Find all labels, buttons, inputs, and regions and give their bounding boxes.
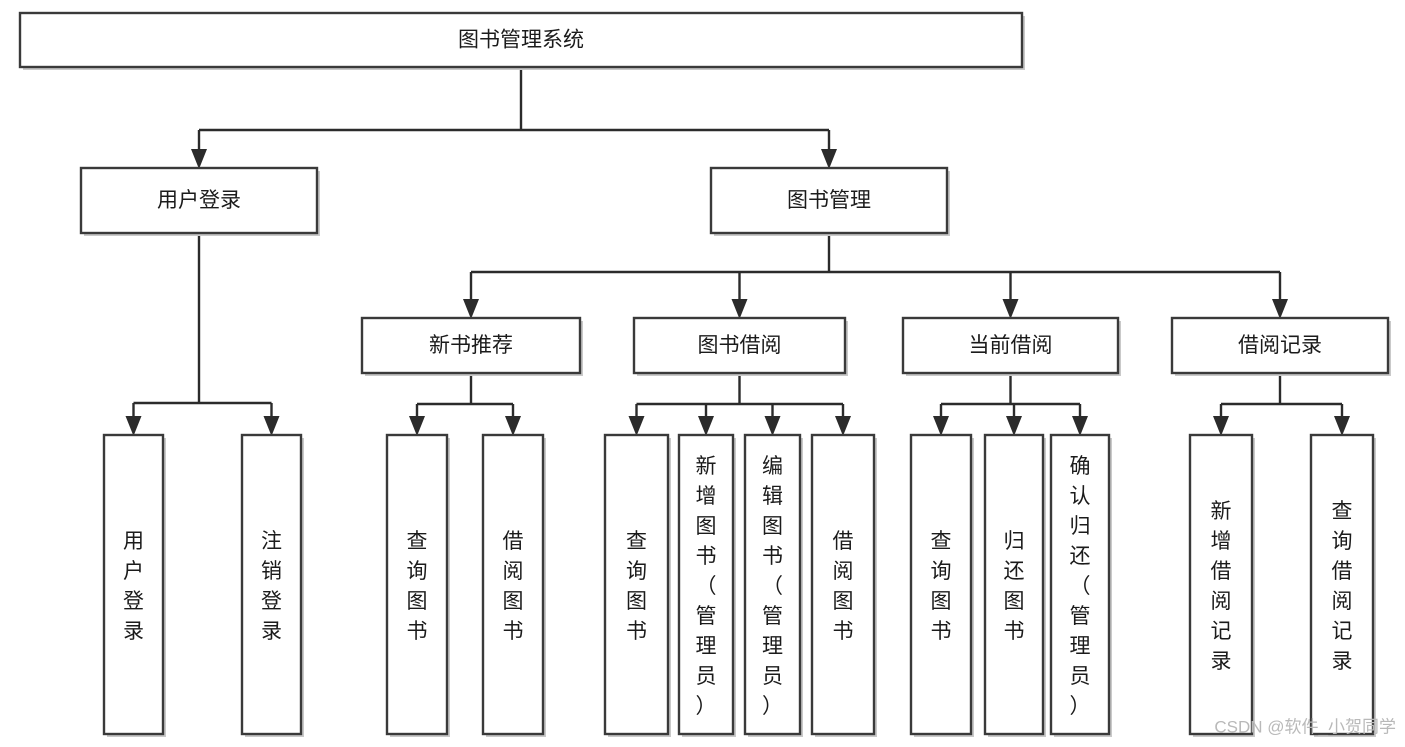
arrow-head-icon [764, 416, 781, 436]
arrow-head-icon [1272, 299, 1288, 319]
node-leaf-rec-borrow[interactable]: 借阅图书 [481, 433, 546, 737]
node-leaf-borrow-lend[interactable]: 借阅图书 [810, 433, 877, 737]
node-box[interactable] [385, 433, 449, 736]
node-label: 用户登录 [157, 189, 241, 212]
csdn-watermark: CSDN @软件_小贺同学 [1214, 717, 1396, 736]
node-label: 图书管理系统 [458, 29, 584, 52]
node-label: 借阅图书 [833, 530, 854, 643]
node-box[interactable] [909, 433, 973, 736]
node-leaf-cur-query[interactable]: 查询图书 [909, 433, 974, 737]
node-label: 新增图书（管理员） [696, 455, 717, 718]
node-label: 图书借阅 [698, 334, 782, 357]
node-box[interactable] [18, 11, 1024, 69]
node-user-login[interactable]: 用户登录 [79, 166, 320, 236]
node-label: 当前借阅 [969, 334, 1053, 357]
connector-group-user-login [125, 233, 280, 436]
node-box[interactable] [360, 316, 582, 375]
node-leaf-borrow-query[interactable]: 查询图书 [603, 433, 671, 737]
arrow-head-icon [698, 416, 714, 436]
arrow-head-icon [125, 416, 142, 436]
node-leaf-rec-query[interactable]: 查询图书 [385, 433, 450, 737]
node-leaf-cur-confirm[interactable]: 确认归还（管理员） [1049, 433, 1112, 737]
arrow-head-icon [1002, 299, 1019, 319]
arrow-head-icon [933, 416, 949, 436]
node-label: 新书推荐 [429, 334, 513, 357]
arrow-head-icon [821, 149, 837, 169]
node-leaf-rec-add[interactable]: 新增借阅记录 [1188, 433, 1255, 737]
node-box[interactable] [677, 433, 735, 736]
connector-group-root [191, 67, 837, 169]
connector-group-current-borrow [933, 373, 1088, 436]
node-label: 查询图书 [626, 530, 647, 643]
arrow-head-icon [1334, 416, 1350, 436]
node-label: 查询图书 [407, 530, 428, 643]
node-label: 用户登录 [123, 530, 144, 643]
node-leaf-rec-search[interactable]: 查询借阅记录 [1309, 433, 1376, 737]
node-book-manage[interactable]: 图书管理 [709, 166, 950, 236]
node-label: 借阅图书 [503, 530, 524, 643]
arrow-head-icon [1072, 416, 1088, 436]
arrow-head-icon [731, 299, 748, 319]
node-box[interactable] [1188, 433, 1254, 736]
arrow-head-icon [263, 416, 280, 436]
arrow-head-icon [1006, 416, 1022, 436]
node-box[interactable] [481, 433, 545, 736]
node-label: 借阅记录 [1238, 334, 1322, 357]
node-box[interactable] [79, 166, 319, 235]
node-layer: 图书管理系统用户登录图书管理新书推荐图书借阅当前借阅借阅记录用户登录注销登录查询… [18, 11, 1391, 737]
node-label: 注销登录 [261, 530, 282, 643]
node-box[interactable] [743, 433, 802, 736]
node-box[interactable] [1170, 316, 1390, 375]
watermark-layer: CSDN @软件_小贺同学 [1214, 717, 1396, 736]
node-leaf-user-logout[interactable]: 注销登录 [240, 433, 304, 737]
connector-layer [125, 67, 1350, 436]
node-label: 新增借阅记录 [1211, 500, 1232, 673]
node-root[interactable]: 图书管理系统 [18, 11, 1025, 70]
node-box[interactable] [102, 433, 165, 736]
node-borrow-record[interactable]: 借阅记录 [1170, 316, 1391, 376]
node-box[interactable] [1309, 433, 1375, 736]
arrow-head-icon [835, 416, 851, 436]
node-box[interactable] [603, 433, 670, 736]
arrow-head-icon [409, 416, 425, 436]
connector-group-new-book-rec [409, 373, 521, 436]
node-leaf-borrow-edit[interactable]: 编辑图书（管理员） [743, 433, 803, 737]
node-label: 编辑图书（管理员） [762, 455, 783, 718]
connector-group-book-manage [463, 233, 1288, 319]
node-label: 确认归还（管理员） [1070, 455, 1091, 718]
node-box[interactable] [632, 316, 847, 375]
node-book-borrow[interactable]: 图书借阅 [632, 316, 848, 376]
arrow-head-icon [1213, 416, 1229, 436]
connector-group-book-borrow [628, 373, 851, 436]
arrow-head-icon [191, 149, 207, 169]
node-label: 图书管理 [787, 189, 871, 212]
node-box[interactable] [1049, 433, 1111, 736]
node-label: 查询图书 [931, 530, 952, 643]
node-box[interactable] [901, 316, 1120, 375]
arrow-head-icon [463, 299, 479, 319]
arrow-head-icon [505, 416, 521, 436]
node-box[interactable] [709, 166, 949, 235]
connector-group-borrow-record [1213, 373, 1350, 436]
node-box[interactable] [983, 433, 1045, 736]
node-current-borrow[interactable]: 当前借阅 [901, 316, 1121, 376]
node-leaf-user-login[interactable]: 用户登录 [102, 433, 166, 737]
node-box[interactable] [810, 433, 876, 736]
node-new-book-rec[interactable]: 新书推荐 [360, 316, 583, 376]
node-leaf-borrow-add[interactable]: 新增图书（管理员） [677, 433, 736, 737]
node-label: 归还图书 [1004, 530, 1025, 643]
node-box[interactable] [240, 433, 303, 736]
node-label: 查询借阅记录 [1332, 500, 1353, 673]
arrow-head-icon [628, 416, 645, 436]
node-leaf-cur-return[interactable]: 归还图书 [983, 433, 1046, 737]
